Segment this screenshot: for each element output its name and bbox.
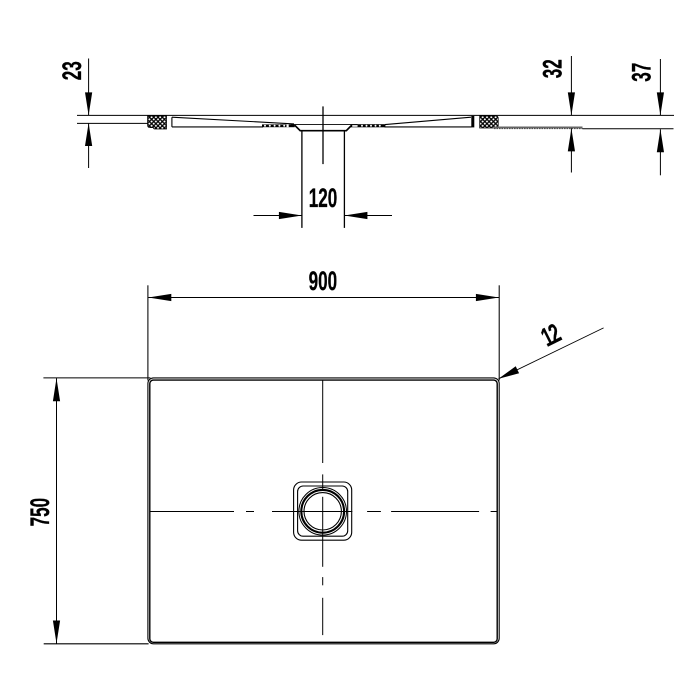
svg-text:37: 37	[627, 63, 657, 82]
svg-text:900: 900	[309, 266, 338, 296]
svg-text:32: 32	[538, 59, 568, 78]
svg-text:23: 23	[57, 61, 87, 80]
svg-text:750: 750	[25, 498, 55, 527]
svg-text:120: 120	[309, 183, 338, 213]
